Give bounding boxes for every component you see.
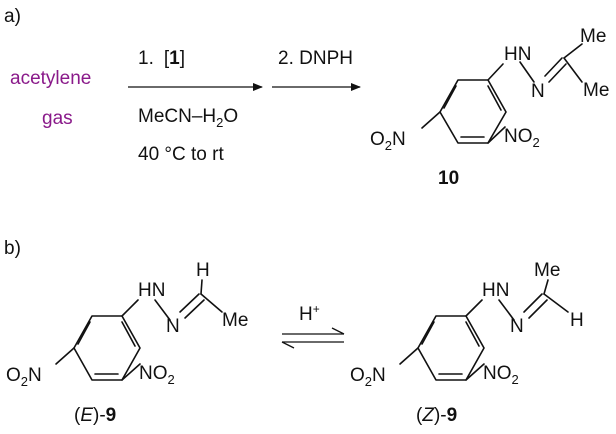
acid-catalyst-label: H+ (299, 302, 320, 325)
solvent-label: MeCN–H2O (138, 106, 238, 130)
z-isomer-structure (399, 279, 569, 381)
product-10-nh: HN (504, 44, 531, 65)
product-10-me-top: Me (580, 26, 606, 47)
reactant-gas: gas (42, 108, 73, 129)
z-isomer-no2: NO2 (483, 363, 519, 387)
e-isomer-nh: HN (138, 280, 165, 301)
e-isomer-n: N (166, 316, 180, 337)
panel-b-label: b) (4, 238, 21, 259)
z-isomer-me: Me (534, 260, 560, 281)
z-isomer-caption: (Z)-9 (416, 405, 457, 426)
e-isomer-structure (55, 279, 223, 381)
z-isomer-n: N (510, 316, 524, 337)
z-isomer-h: H (570, 310, 584, 331)
reactant-acetylene: acetylene (10, 68, 91, 89)
panel-b: b) HN N H Me O2N NO2 (E)-9 H+ (4, 238, 584, 426)
e-isomer-caption: (E)-9 (74, 405, 116, 426)
product-10-structure (421, 43, 583, 144)
e-isomer-no2: NO2 (139, 363, 175, 387)
temperature-label: 40 °C to rt (138, 144, 224, 165)
e-isomer-h: H (196, 260, 210, 281)
z-isomer-nh: HN (482, 280, 509, 301)
product-10-me-right: Me (583, 80, 609, 101)
product-10-o2n: O2N (370, 129, 406, 153)
step1-label: 1.[1] (138, 48, 185, 69)
product-10-no2: NO2 (504, 126, 540, 150)
e-isomer-o2n: O2N (6, 365, 42, 389)
panel-a: a) acetylene gas 1.[1] MeCN–H2O 40 °C to… (4, 6, 609, 189)
compound-10-label: 10 (438, 168, 459, 189)
z-isomer-o2n: O2N (350, 365, 386, 389)
product-10-n: N (531, 81, 545, 102)
equilibrium-arrows (281, 327, 345, 349)
panel-a-label: a) (4, 6, 21, 27)
e-isomer-me: Me (222, 310, 248, 331)
step2-label: 2. DNPH (278, 48, 353, 69)
